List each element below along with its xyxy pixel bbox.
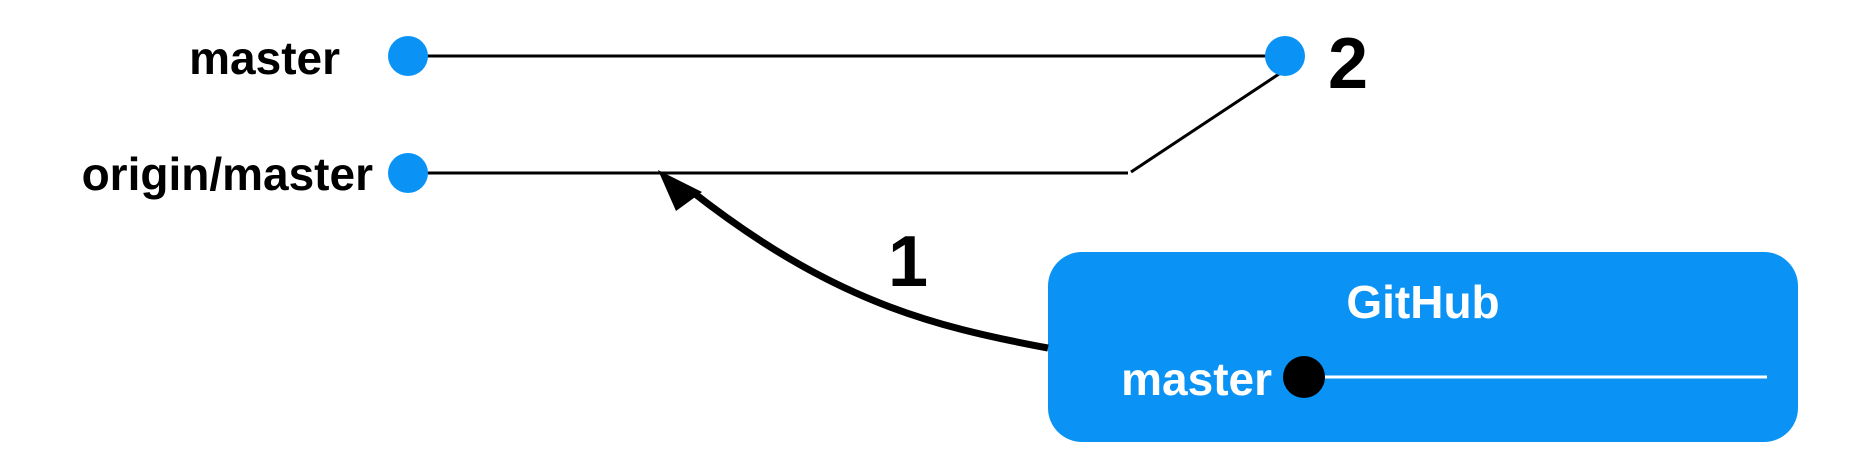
remote-master-branch-label: master (1121, 353, 1272, 405)
remote-master-commit-node (1283, 356, 1325, 398)
remote-repo-box (1048, 252, 1798, 442)
fetch-arrowhead (658, 170, 702, 211)
fetch-arrow (687, 187, 1049, 352)
step-1-label: 1 (888, 222, 928, 302)
origin-master-branch-label: origin/master (82, 148, 374, 200)
merge-connector-line (1130, 68, 1286, 174)
master-branch-label: master (189, 32, 340, 84)
remote-repo-title: GitHub (1346, 276, 1499, 328)
origin-master-commit-node (388, 153, 428, 193)
merge-commit-node (1265, 36, 1305, 76)
step-2-label: 2 (1328, 24, 1368, 104)
master-commit-node (388, 36, 428, 76)
